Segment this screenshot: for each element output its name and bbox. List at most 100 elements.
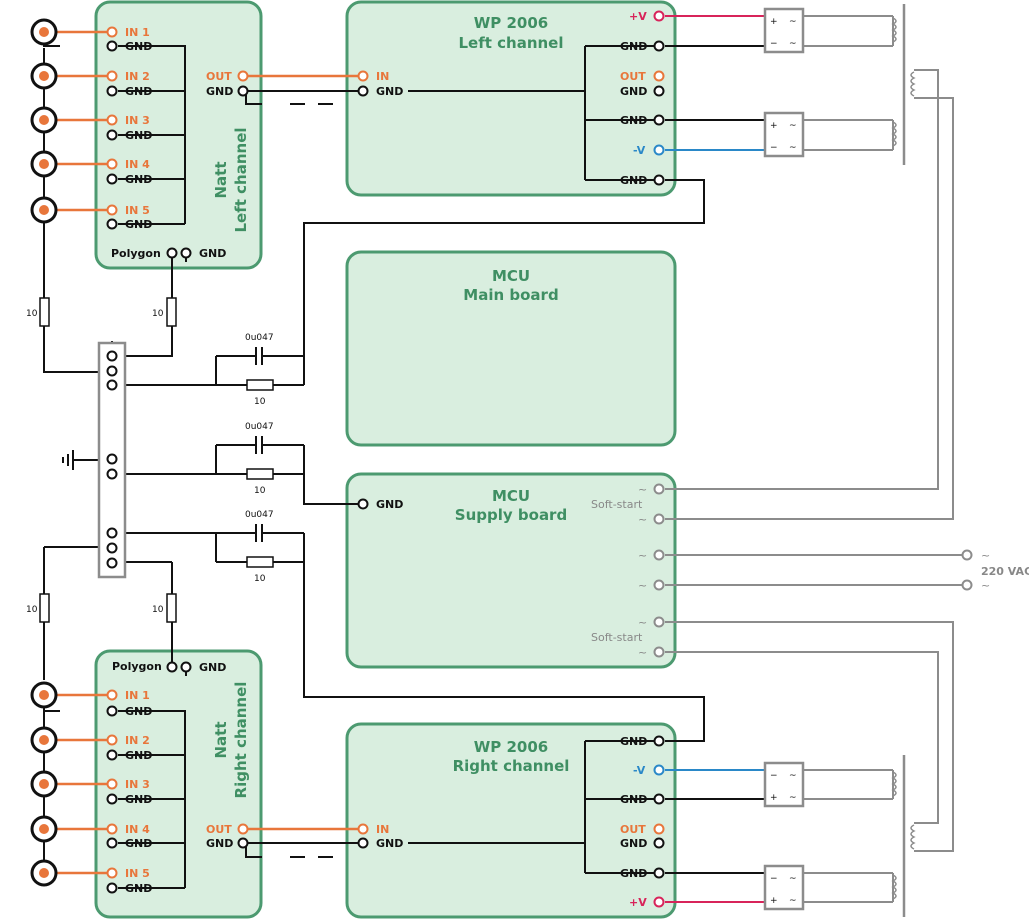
svg-text:10: 10 — [26, 309, 38, 319]
transformer-coils — [891, 17, 916, 900]
svg-text:IN: IN — [376, 70, 389, 83]
svg-text:~: ~ — [638, 646, 647, 659]
svg-text:IN 3: IN 3 — [125, 778, 150, 791]
mcu-main-title-2: Main board — [463, 286, 558, 304]
svg-text:~: ~ — [638, 513, 647, 526]
svg-text:-V: -V — [633, 764, 646, 777]
signal-wires — [44, 30, 363, 875]
svg-text:IN 5: IN 5 — [125, 867, 150, 880]
svg-text:10: 10 — [254, 397, 266, 407]
svg-text:~: ~ — [789, 896, 797, 906]
natt-right-title-2: Right channel — [232, 682, 250, 799]
svg-text:~: ~ — [789, 793, 797, 803]
svg-text:~: ~ — [789, 121, 797, 131]
svg-text:GND: GND — [199, 661, 226, 674]
svg-text:+: + — [770, 121, 778, 131]
svg-text:+: + — [770, 793, 778, 803]
star-terminals — [106, 350, 118, 569]
bridge-rectifier-3: − ~ + ~ — [763, 761, 805, 808]
svg-text:~: ~ — [789, 17, 797, 27]
svg-text:~: ~ — [638, 616, 647, 629]
natt-left-labels: IN 1 GND IN 2 GND IN 3 GND IN 4 GND IN 5… — [111, 26, 233, 260]
svg-text:GND: GND — [125, 173, 152, 186]
svg-text:−: − — [770, 771, 778, 781]
svg-text:+: + — [770, 896, 778, 906]
svg-text:~: ~ — [981, 579, 990, 592]
svg-text:10: 10 — [152, 605, 164, 615]
svg-text:IN 4: IN 4 — [125, 823, 150, 836]
svg-text:0u047: 0u047 — [245, 333, 274, 343]
wp-left-labels: IN GND +V GND OUT GND GND -V GND — [376, 10, 647, 187]
svg-text:GND: GND — [376, 85, 403, 98]
svg-text:Soft-start: Soft-start — [591, 498, 643, 511]
svg-text:IN 1: IN 1 — [125, 689, 150, 702]
svg-text:-V: -V — [633, 144, 646, 157]
svg-text:GND: GND — [620, 174, 647, 187]
natt-left-title-2: Left channel — [232, 127, 250, 232]
svg-text:−: − — [770, 874, 778, 884]
svg-text:+V: +V — [629, 10, 647, 23]
supply-wires — [665, 15, 765, 903]
svg-text:~: ~ — [981, 549, 990, 562]
shield-dashes — [290, 103, 333, 858]
svg-text:IN 2: IN 2 — [125, 734, 150, 747]
svg-text:Polygon: Polygon — [111, 247, 161, 260]
mcu-supply-box — [345, 472, 677, 669]
mcu-supply-title-2: Supply board — [455, 506, 567, 524]
svg-text:+V: +V — [629, 896, 647, 909]
svg-text:OUT: OUT — [206, 823, 232, 836]
svg-text:IN: IN — [376, 823, 389, 836]
bridge-rectifier-1: + ~ − ~ — [763, 7, 805, 54]
svg-text:IN 2: IN 2 — [125, 70, 150, 83]
svg-text:IN 4: IN 4 — [125, 158, 150, 171]
svg-text:IN 1: IN 1 — [125, 26, 150, 39]
svg-text:GND: GND — [125, 793, 152, 806]
svg-text:GND: GND — [620, 867, 647, 880]
svg-text:GND: GND — [620, 85, 647, 98]
svg-text:GND: GND — [125, 705, 152, 718]
svg-text:Soft-start: Soft-start — [591, 631, 643, 644]
wp-left-title-1: WP 2006 — [474, 14, 549, 32]
svg-text:GND: GND — [620, 735, 647, 748]
svg-text:GND: GND — [125, 749, 152, 762]
capacitors — [255, 347, 263, 542]
svg-text:OUT: OUT — [620, 70, 646, 83]
svg-text:10: 10 — [152, 309, 164, 319]
bridge-rectifiers: + ~ − ~ + ~ − ~ − ~ + ~ − ~ + ~ — [763, 7, 805, 911]
svg-text:GND: GND — [199, 247, 226, 260]
svg-text:OUT: OUT — [206, 70, 232, 83]
wp-right-labels: GND -V GND IN GND OUT GND GND +V — [376, 735, 647, 909]
svg-text:−: − — [770, 39, 778, 49]
svg-text:GND: GND — [620, 793, 647, 806]
svg-text:~: ~ — [638, 549, 647, 562]
svg-text:GND: GND — [125, 129, 152, 142]
mcu-supply-labels: GND ~ Soft-start ~ ~ ~ ~ Soft-start ~ — [376, 483, 647, 659]
wp-right-title-1: WP 2006 — [474, 738, 549, 756]
svg-text:GND: GND — [620, 40, 647, 53]
svg-text:GND: GND — [376, 837, 403, 850]
svg-text:~: ~ — [789, 39, 797, 49]
svg-text:GND: GND — [125, 40, 152, 53]
bridge-rectifier-4: − ~ + ~ — [763, 864, 805, 911]
svg-text:~: ~ — [789, 143, 797, 153]
mcu-main-title-1: MCU — [492, 267, 530, 285]
resistors — [39, 297, 274, 623]
svg-text:OUT: OUT — [620, 823, 646, 836]
bridge-rectifier-2: + ~ − ~ — [763, 111, 805, 158]
svg-text:GND: GND — [376, 498, 403, 511]
capacitor-labels: 0u047 0u047 0u047 — [245, 333, 274, 520]
svg-text:GND: GND — [206, 837, 233, 850]
svg-text:10: 10 — [26, 605, 38, 615]
ground-wires — [43, 32, 705, 889]
svg-text:GND: GND — [125, 837, 152, 850]
mains-wires — [665, 4, 962, 917]
wp-right-box — [345, 722, 677, 919]
svg-text:0u047: 0u047 — [245, 510, 274, 520]
mcu-main-box — [345, 250, 677, 447]
svg-text:~: ~ — [638, 483, 647, 496]
svg-text:Polygon: Polygon — [112, 660, 162, 673]
earth-ground-icon — [62, 450, 74, 470]
svg-text:GND: GND — [125, 882, 152, 895]
svg-text:10: 10 — [254, 574, 266, 584]
